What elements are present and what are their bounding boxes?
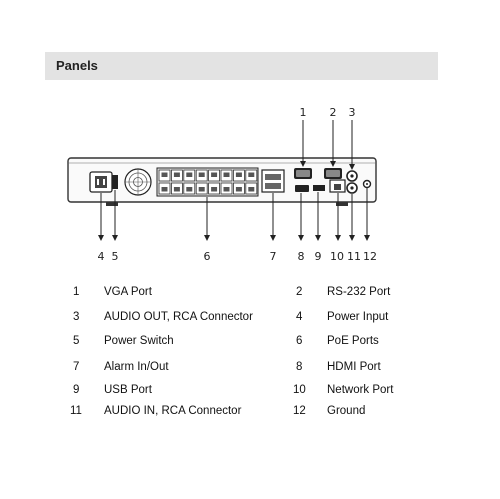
poe-jack-opening — [235, 172, 242, 177]
poe-jack-opening — [186, 187, 193, 192]
poe-jack-opening — [248, 172, 255, 177]
rs232-port — [324, 168, 342, 179]
legend-label-7: Alarm In/Out — [104, 361, 169, 373]
legend-label-8: HDMI Port — [327, 361, 381, 373]
legend-num-5: 5 — [73, 335, 80, 347]
poe-jack-opening — [161, 187, 168, 192]
legend-label-11: AUDIO IN, RCA Connector — [104, 405, 242, 417]
poe-jack-opening — [186, 172, 193, 177]
legend-label-3: AUDIO OUT, RCA Connector — [104, 311, 253, 323]
top-leader-lines — [302, 120, 353, 169]
audio-in-rca — [346, 182, 358, 194]
callout-4: 4 — [98, 250, 105, 263]
poe-jack-opening — [173, 172, 180, 177]
bottom-leader-lines — [100, 188, 368, 240]
legend-num-12: 12 — [293, 405, 306, 417]
legend-num-4: 4 — [296, 311, 303, 323]
callout-10: 10 — [330, 250, 344, 263]
legend-label-9: USB Port — [104, 384, 152, 396]
alarm-in-out-port — [261, 169, 285, 193]
section-header: Panels — [45, 52, 438, 80]
callout-2: 2 — [330, 106, 337, 119]
legend-num-8: 8 — [296, 361, 303, 373]
callout-7: 7 — [270, 250, 277, 263]
poe-jack-opening — [198, 187, 205, 192]
legend-label-4: Power Input — [327, 311, 389, 323]
legend-label-10: Network Port — [327, 384, 394, 396]
legend-label-5: Power Switch — [104, 335, 174, 347]
poe-jack-opening — [248, 187, 255, 192]
callout-5: 5 — [112, 250, 119, 263]
callout-3: 3 — [349, 106, 356, 119]
poe-jack-opening — [211, 172, 218, 177]
poe-jack-opening — [161, 172, 168, 177]
legend-num-11: 11 — [70, 405, 82, 417]
audio-out-rca — [346, 170, 358, 182]
ground-terminal — [362, 179, 372, 189]
poe-jack-opening — [173, 187, 180, 192]
legend-num-9: 9 — [73, 384, 80, 396]
callout-11: 11 — [347, 250, 361, 263]
legend-num-7: 7 — [73, 361, 80, 373]
callout-12: 12 — [363, 250, 377, 263]
poe-jack-opening — [211, 187, 218, 192]
power-switch — [112, 175, 118, 189]
usb-port — [313, 185, 325, 191]
poe-jack-opening — [223, 172, 230, 177]
poe-ports — [156, 167, 259, 197]
network-port — [329, 179, 346, 193]
vga-port — [294, 168, 312, 179]
callout-9: 9 — [315, 250, 322, 263]
hdmi-port — [295, 185, 309, 192]
legend-num-2: 2 — [296, 286, 303, 298]
legend-label-2: RS-232 Port — [327, 286, 391, 298]
legend-label-12: Ground — [327, 405, 366, 417]
legend-num-10: 10 — [293, 384, 306, 396]
legend-num-6: 6 — [296, 335, 303, 347]
legend-label-1: VGA Port — [104, 286, 152, 298]
legend-num-1: 1 — [73, 286, 80, 298]
legend-label-6: PoE Ports — [327, 335, 379, 347]
top-arrows — [300, 161, 355, 170]
poe-jack-opening — [235, 187, 242, 192]
callout-6: 6 — [204, 250, 211, 263]
fan-icon — [124, 168, 152, 196]
section-title: Panels — [56, 58, 98, 73]
callout-8: 8 — [298, 250, 305, 263]
callout-numbers-top: 1 2 3 — [300, 106, 356, 119]
callout-1: 1 — [300, 106, 307, 119]
legend-num-3: 3 — [73, 311, 80, 323]
callout-numbers-bottom: 4 5 6 7 8 9 10 11 12 — [98, 250, 378, 263]
poe-jack-opening — [223, 187, 230, 192]
bottom-arrows — [98, 235, 370, 241]
power-input-port — [89, 171, 113, 193]
poe-jack-opening — [198, 172, 205, 177]
